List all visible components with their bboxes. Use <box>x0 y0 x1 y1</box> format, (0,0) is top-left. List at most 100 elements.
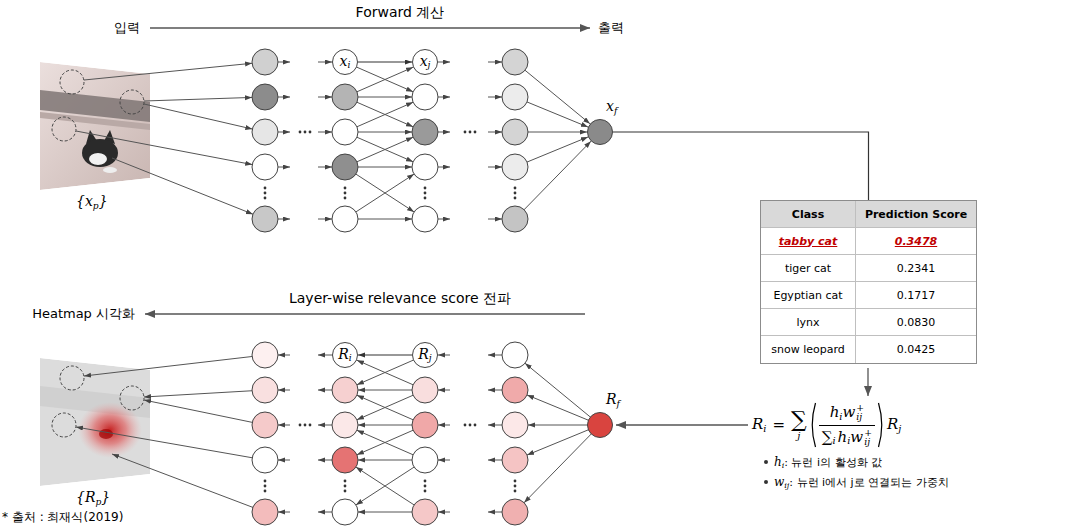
math-symbol: R <box>752 415 763 433</box>
subscript: ij <box>856 412 864 421</box>
backward-arrow <box>145 313 585 314</box>
bullet-note: hi: 뉴런 i의 활성화 값 <box>774 455 882 473</box>
neuron-circle <box>412 377 438 403</box>
table-cell: tabby cat <box>761 228 856 255</box>
math-subscript: i <box>847 435 850 446</box>
neuron-circle <box>252 412 278 438</box>
neuron-label: Rj <box>418 347 431 364</box>
dot <box>514 197 517 200</box>
math-subscript: i <box>832 435 835 446</box>
neuron-circle <box>332 447 358 473</box>
fraction-bar <box>819 425 875 426</box>
dashed-circle <box>60 70 84 94</box>
note-text: : 뉴런 i에서 j로 연결되는 가중치 <box>789 476 948 489</box>
sum-sign: ∑ <box>822 428 833 446</box>
neuron-circle <box>502 206 528 232</box>
neuron-circle <box>252 206 278 232</box>
neuron-circle <box>412 84 438 110</box>
dot <box>344 197 347 200</box>
dot <box>469 131 472 134</box>
neurons <box>252 49 528 525</box>
cat-paw <box>103 167 117 173</box>
table-cell: Class <box>761 201 856 228</box>
neuron-circle <box>502 49 528 75</box>
text-label: * 출처 : 최재식(2019) <box>2 510 123 524</box>
neuron-circle <box>412 412 438 438</box>
dot <box>424 480 427 483</box>
neuron-circle <box>502 119 528 145</box>
variable-subscript: f <box>617 399 620 409</box>
math-symbol: w <box>850 428 863 446</box>
neuron-circle: Rj <box>412 342 438 368</box>
neuron-circle <box>332 377 358 403</box>
neuron-circle: Rf <box>587 412 613 438</box>
variable-name: x <box>606 98 614 114</box>
link <box>515 132 600 219</box>
text-label: Heatmap 시각화 <box>32 306 135 322</box>
link <box>515 425 600 512</box>
neuron-circle <box>502 447 528 473</box>
dot <box>424 192 427 195</box>
dot <box>304 424 307 427</box>
numerator: hiw+ij <box>827 403 867 423</box>
table-cell: 0.1717 <box>856 282 976 309</box>
set-text: {R <box>76 489 95 505</box>
index-stack: +ij <box>864 428 872 447</box>
variable-subscript: i <box>347 60 350 70</box>
dashed-circle <box>60 366 84 390</box>
link <box>345 167 425 219</box>
denominator: ∑ihiw+ij <box>819 428 875 448</box>
dot <box>309 424 312 427</box>
dot <box>264 485 267 488</box>
table-cell: Prediction Score <box>856 201 976 228</box>
table-cell: Egyptian cat <box>761 282 856 309</box>
neuron-circle <box>412 119 438 145</box>
neuron-label: Ri <box>338 347 351 364</box>
table-cell: tiger cat <box>761 255 856 282</box>
dot <box>514 192 517 195</box>
index-stack: +ij <box>856 403 864 422</box>
link <box>112 454 265 512</box>
dot <box>424 197 427 200</box>
dot <box>344 187 347 190</box>
variable-subscript: f <box>614 106 617 116</box>
neuron-circle <box>332 119 358 145</box>
dot <box>344 192 347 195</box>
neuron-circle <box>252 49 278 75</box>
score-arrow <box>867 368 868 396</box>
link <box>345 167 425 219</box>
sum-sign: ∑ <box>791 409 807 431</box>
text-label: Forward 계산 <box>356 4 445 21</box>
photo-bar <box>40 112 150 130</box>
dot <box>514 485 517 488</box>
superscript: + <box>856 403 864 412</box>
dot <box>299 424 302 427</box>
link <box>112 158 265 219</box>
math-operator: = <box>772 416 785 434</box>
dot <box>264 192 267 195</box>
variable-subscript: i <box>349 353 352 363</box>
table-cell: 0.3478 <box>856 228 976 255</box>
neuron-circle <box>252 377 278 403</box>
heatmap-image <box>40 358 150 486</box>
table-cell: lynx <box>761 309 856 336</box>
neuron-circle <box>332 84 358 110</box>
fraction: hiw+ij∑ihiw+ij <box>819 403 875 447</box>
variable-subscript: j <box>428 60 431 70</box>
set-text: } <box>101 489 110 505</box>
variable-subscript: j <box>429 353 432 363</box>
neuron-circle <box>412 447 438 473</box>
math-symbol: w <box>842 403 855 421</box>
dot <box>344 485 347 488</box>
math-subscript: i <box>839 411 842 422</box>
note-text: : 뉴런 i의 활성화 값 <box>784 456 882 469</box>
neuron-circle <box>412 154 438 180</box>
variable-name: R <box>418 346 429 362</box>
connector <box>613 132 869 200</box>
connector <box>358 354 412 355</box>
photo-ground <box>40 62 150 190</box>
sum-block: ∑j <box>791 409 807 441</box>
text-label: Layer-wise relevance score 전파 <box>289 290 511 307</box>
dot <box>469 424 472 427</box>
bullet-dot <box>764 480 768 484</box>
